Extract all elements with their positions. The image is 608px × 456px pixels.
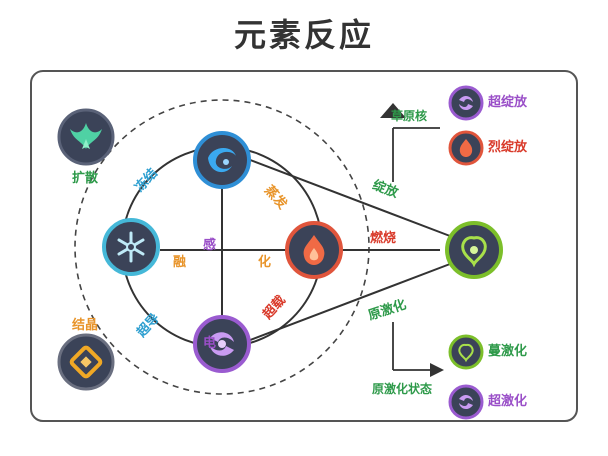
pyro-icon xyxy=(285,221,343,279)
spread-icon xyxy=(448,334,484,370)
hydro-dendro-link xyxy=(244,157,451,237)
spread-label: 蔓激化 xyxy=(488,344,528,359)
hydro-icon xyxy=(193,131,251,189)
aggravate-icon xyxy=(448,384,484,420)
crystallize-label: 结晶 xyxy=(72,318,99,333)
melt-right-label: 化 xyxy=(258,255,272,270)
quicken-state-label: 原激化状态 xyxy=(372,382,433,396)
grass-core-arrow xyxy=(380,103,406,118)
burgeon-icon xyxy=(448,130,484,166)
grass-core-label: 草原核 xyxy=(391,109,428,123)
hyperbloom-icon xyxy=(448,85,484,121)
geo-icon xyxy=(57,333,115,391)
melt-left-label: 融 xyxy=(173,255,187,270)
electrocharged-label: 感电 xyxy=(203,238,217,351)
dashed-ring xyxy=(74,99,370,395)
anemo-icon xyxy=(57,108,115,166)
diagram-frame xyxy=(30,70,578,422)
cryo-icon xyxy=(102,218,160,276)
page-title: 元素反应 xyxy=(233,16,374,54)
hyperbloom-label: 超绽放 xyxy=(488,95,528,110)
quicken-state-arrow xyxy=(430,363,444,377)
electro-icon xyxy=(193,315,251,373)
swirl-label: 扩散 xyxy=(72,171,99,186)
electro-dendro-link xyxy=(244,263,451,343)
burgeon-label: 烈绽放 xyxy=(488,140,528,155)
aggravate-label: 超激化 xyxy=(488,394,528,409)
dendro-icon xyxy=(445,221,503,279)
burning-label: 燃烧 xyxy=(370,231,397,246)
